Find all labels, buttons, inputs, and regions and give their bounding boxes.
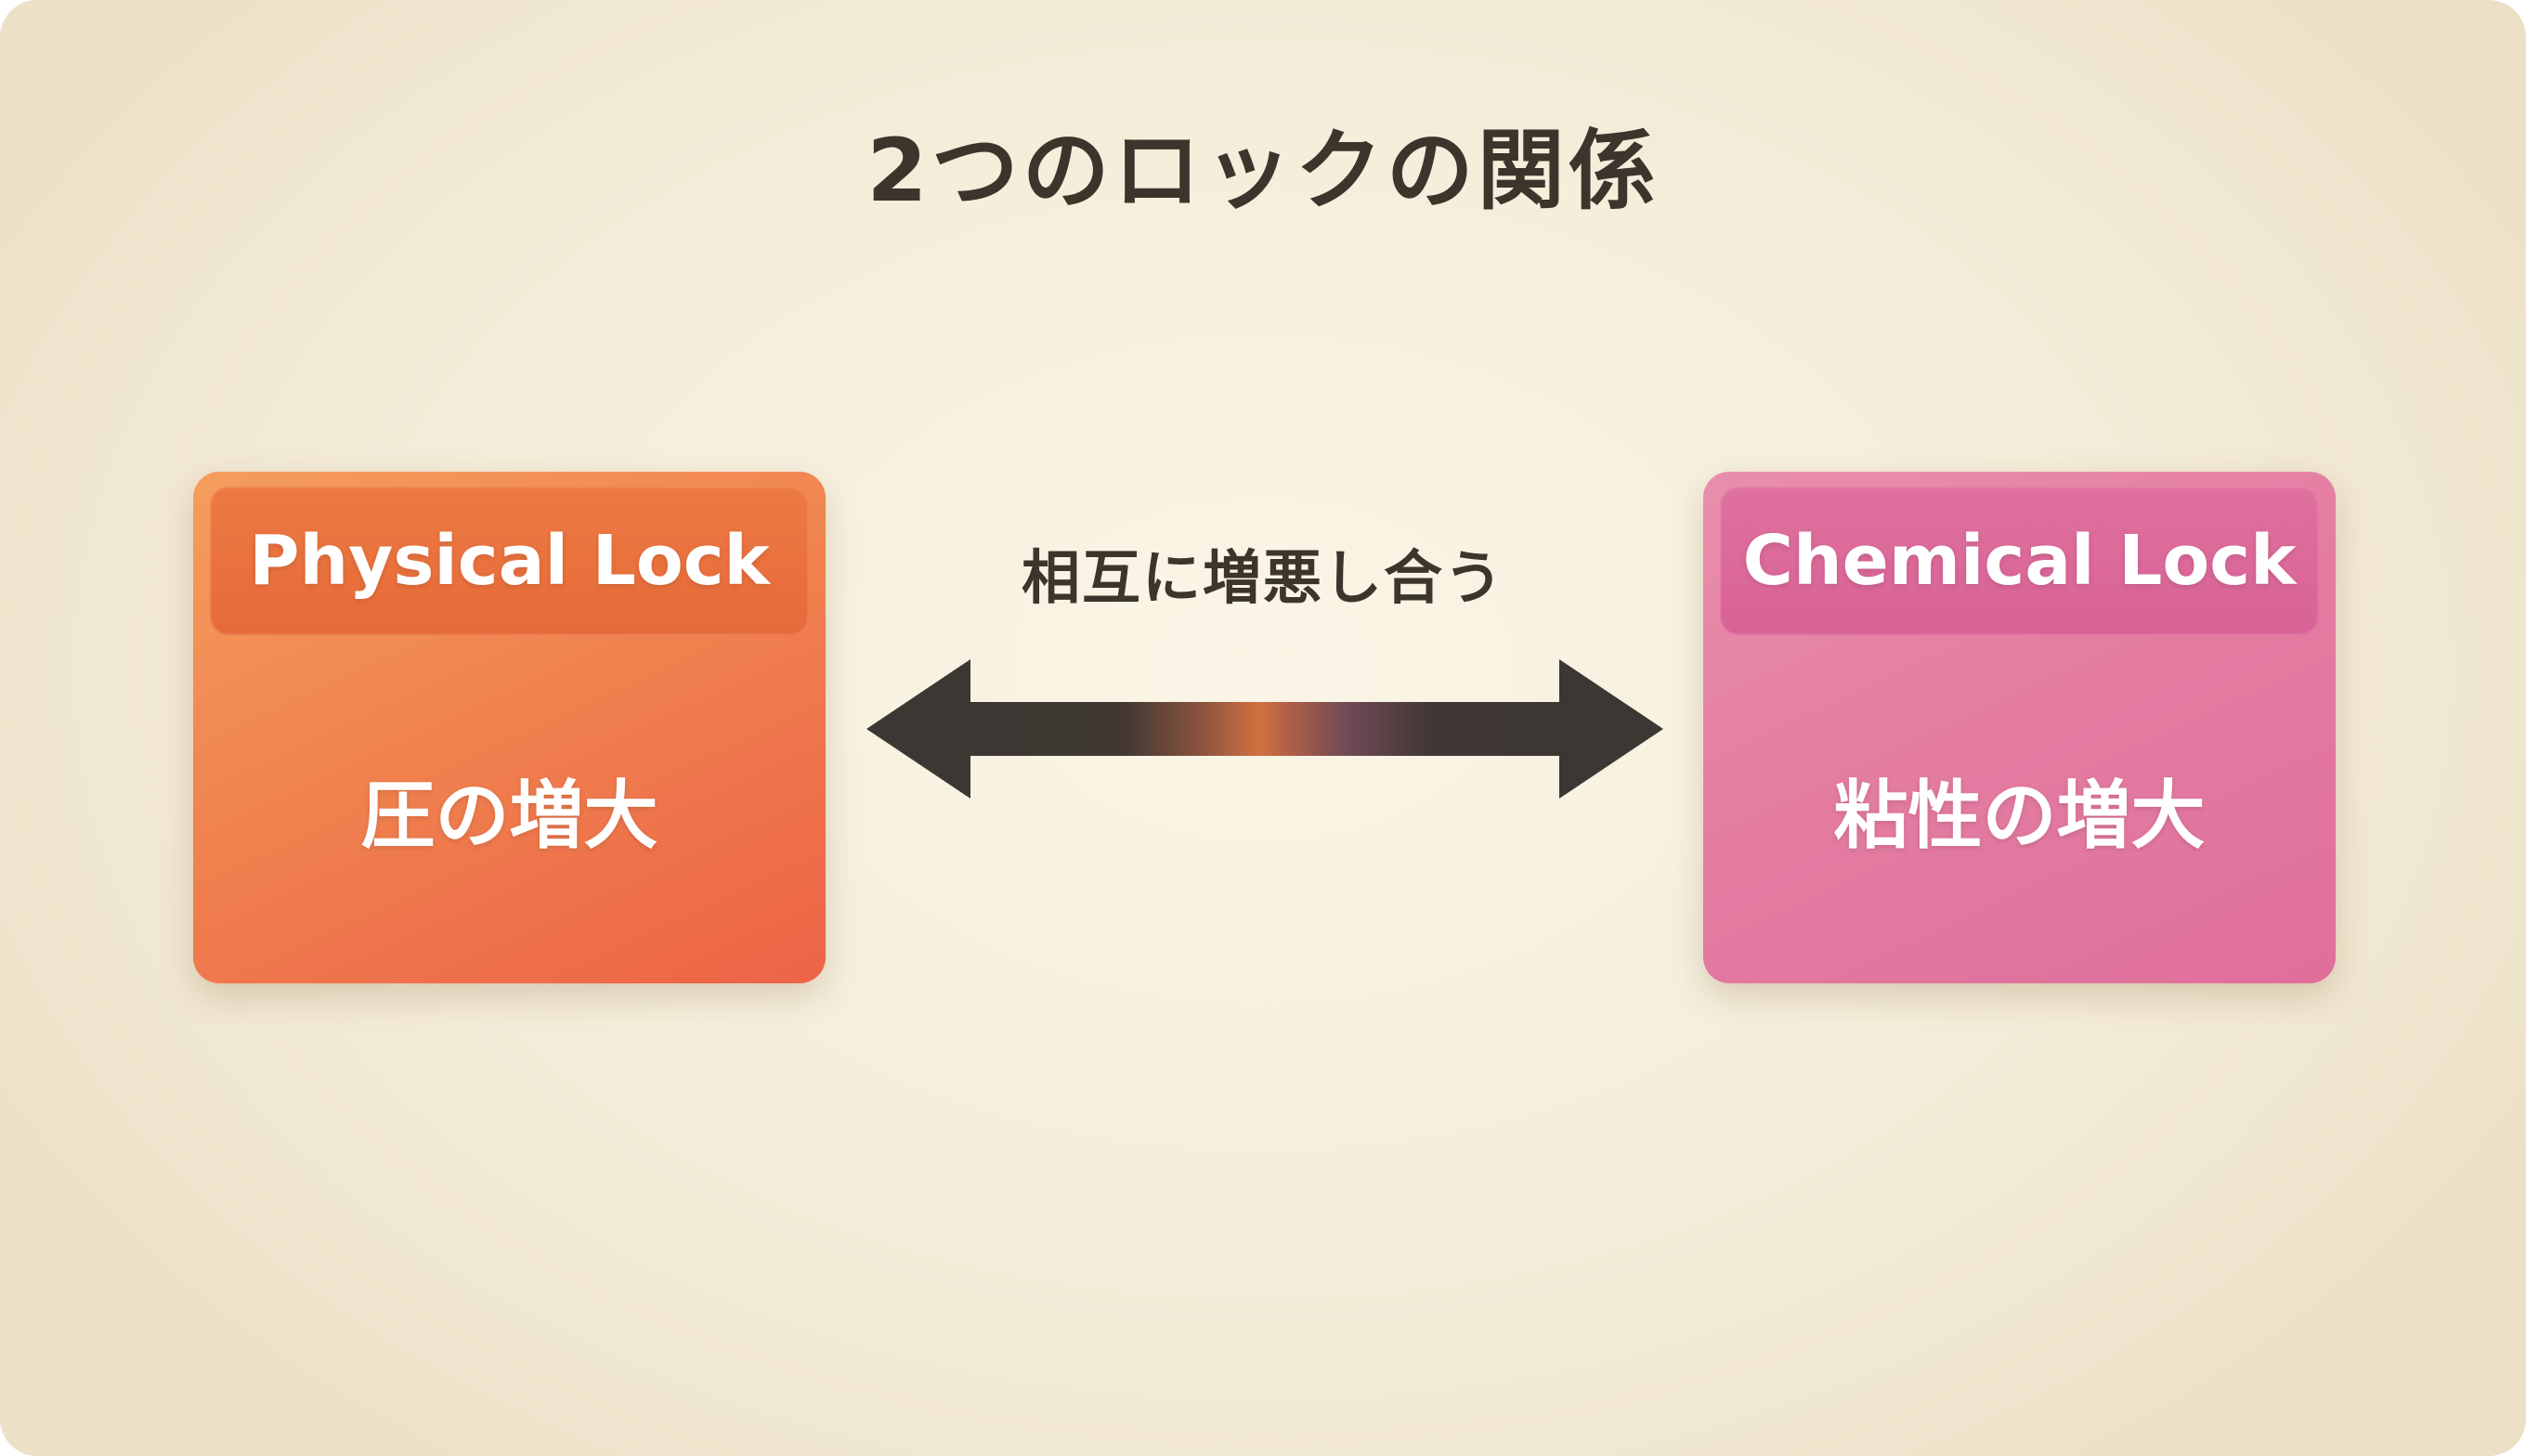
- physical-lock-header: Physical Lock: [210, 487, 809, 635]
- right-arrowhead-icon: [1559, 659, 1663, 799]
- chemical-lock-header: Chemical Lock: [1720, 487, 2319, 635]
- arrow-shaft: [969, 702, 1561, 756]
- physical-lock-body-label: 圧の増大: [360, 772, 658, 859]
- relation-arrow: [866, 659, 1663, 799]
- physical-lock-card: Physical Lock 圧の増大: [193, 472, 826, 983]
- left-arrowhead-icon: [866, 659, 970, 799]
- chemical-lock-body-label: 粘性の増大: [1833, 772, 2206, 859]
- chemical-lock-card: Chemical Lock 粘性の増大: [1703, 472, 2336, 983]
- relation-label: 相互に増悪し合う: [1022, 544, 1504, 612]
- page-title: 2つのロックの関係: [866, 121, 1660, 222]
